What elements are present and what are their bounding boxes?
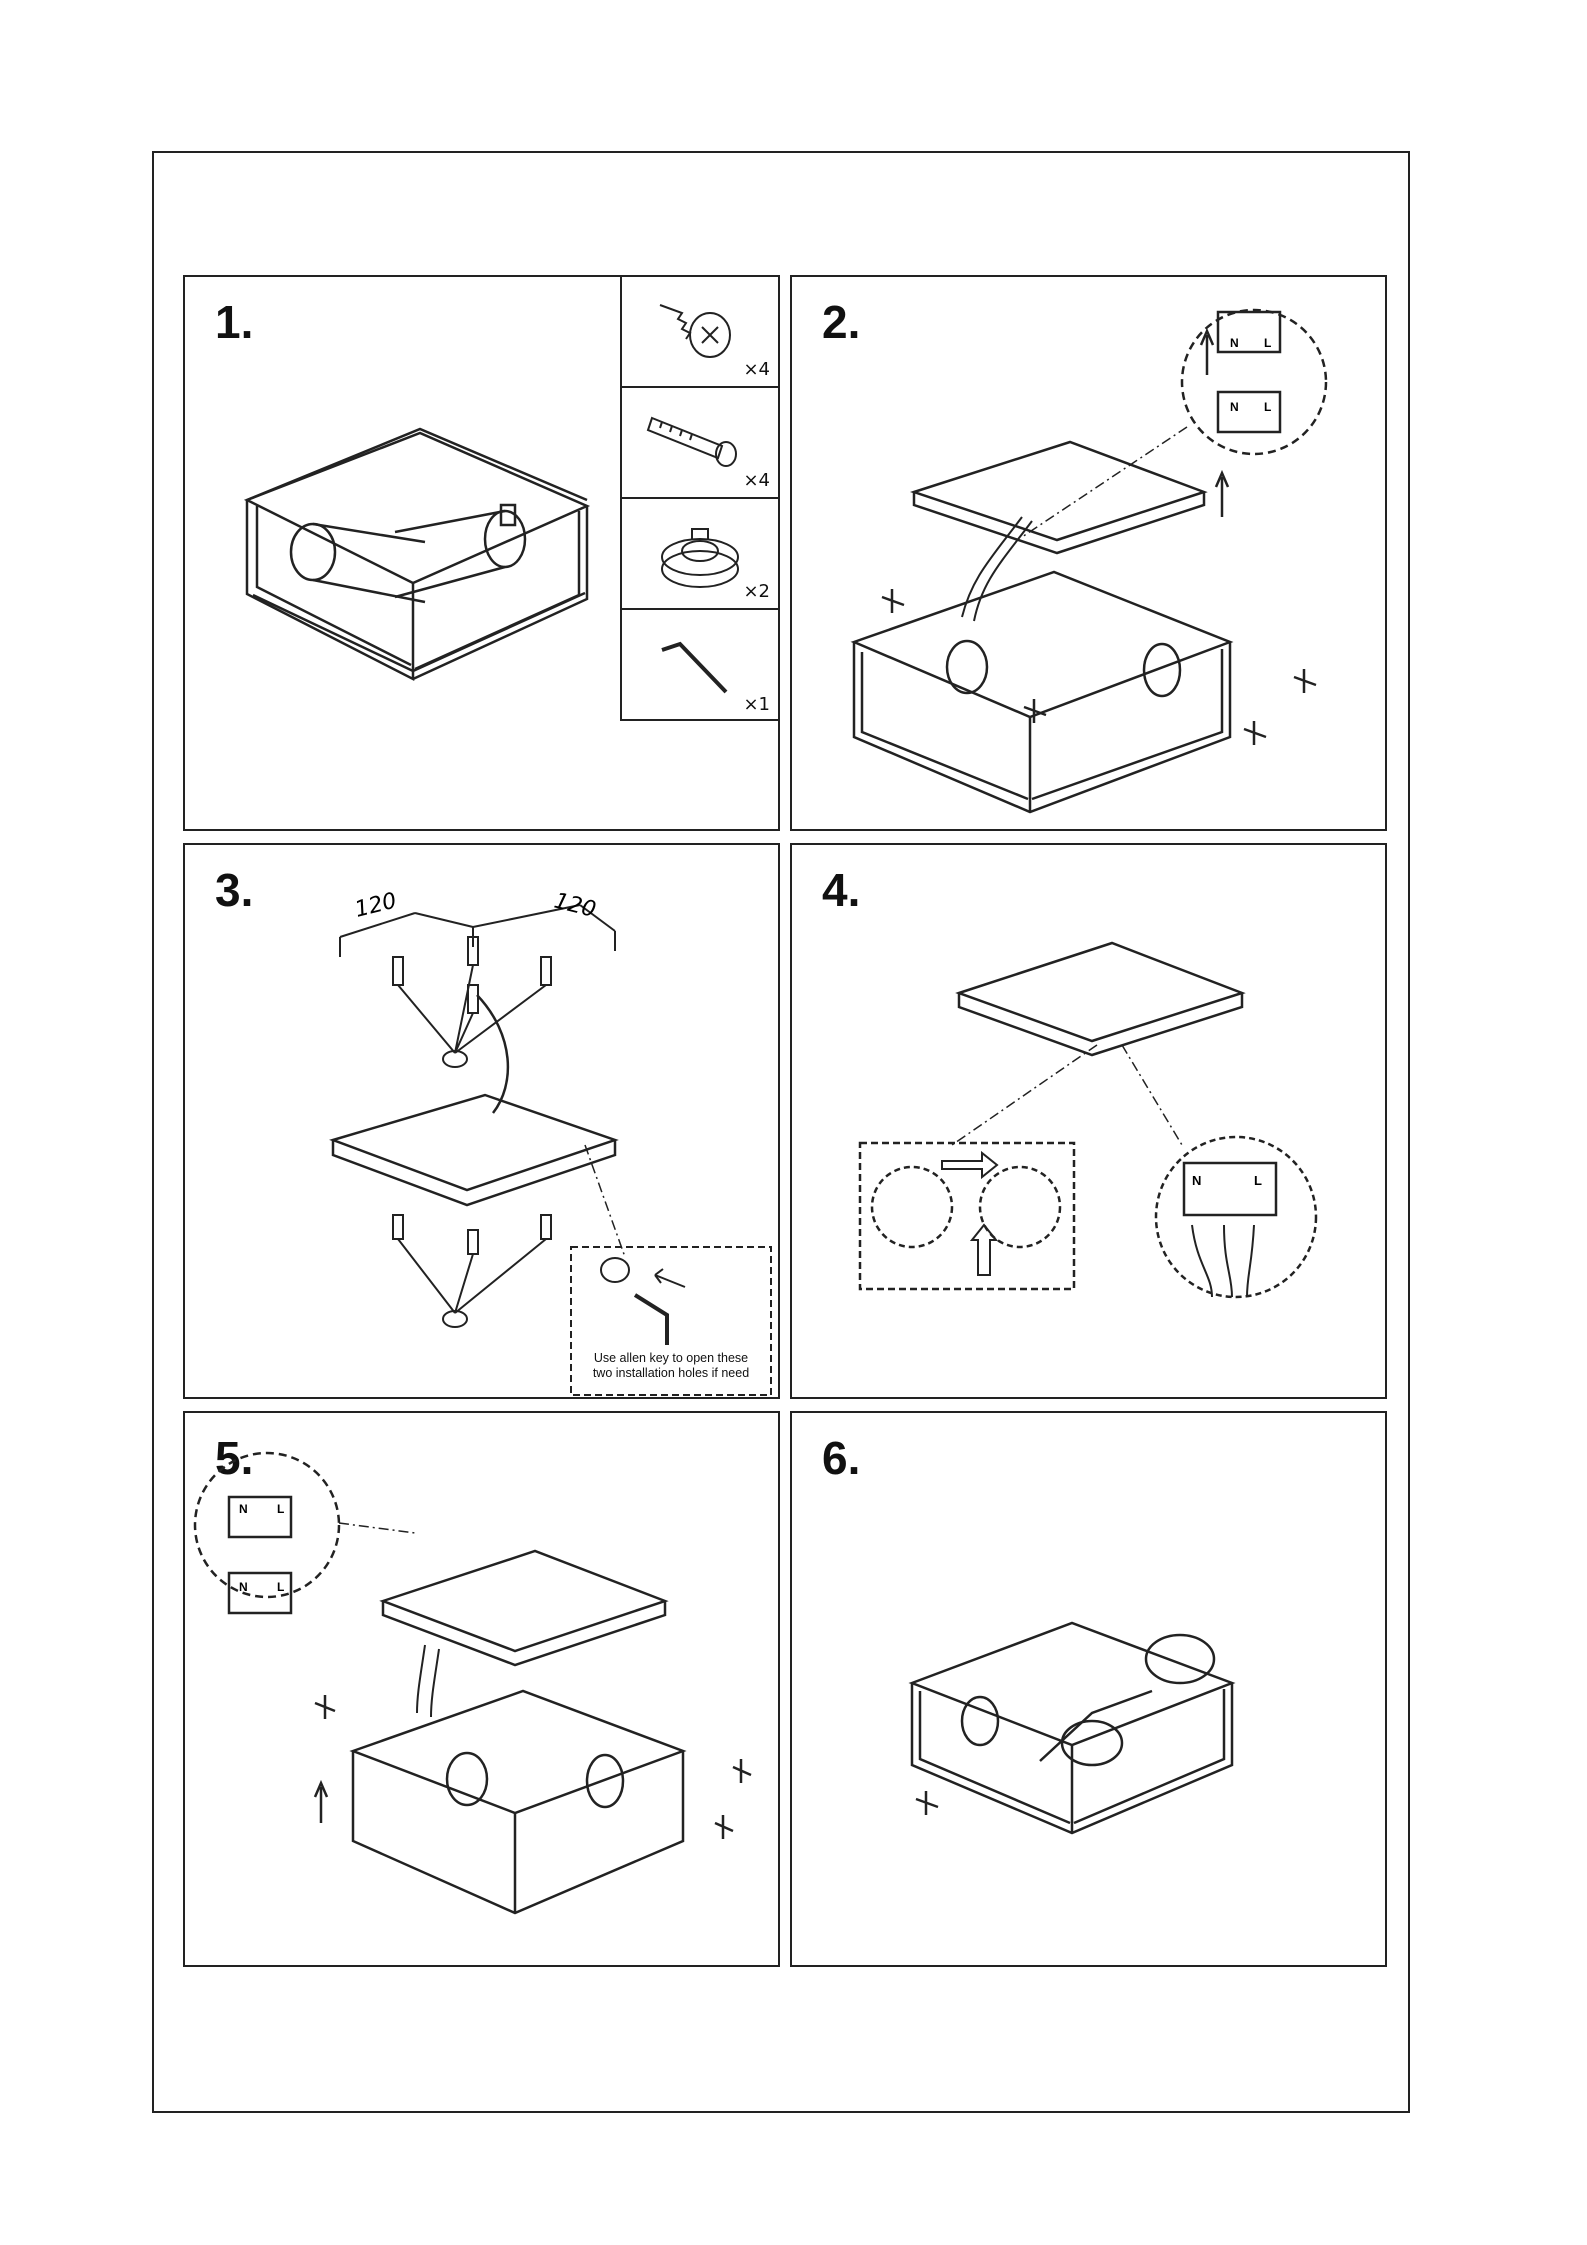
live-terminal-label: L (1264, 400, 1271, 414)
step-2-panel: 2. (790, 275, 1387, 831)
neutral-terminal-label: N (1230, 400, 1239, 414)
wiring-illustration: N L N L (792, 277, 1389, 833)
live-terminal-label: L (277, 1502, 284, 1516)
step-4-panel: 4. N L (790, 843, 1387, 1399)
step-6-panel: 6. (790, 1411, 1387, 1967)
part-quantity: ×2 (743, 581, 770, 602)
live-terminal-label: L (277, 1580, 284, 1594)
attach-fixture-illustration: N L N L (185, 1413, 782, 1969)
dimension-label-left: 120 (352, 888, 399, 922)
instruction-sheet: 1. (152, 151, 1410, 2113)
mounting-illustration: 120 120 (185, 845, 782, 1401)
neutral-terminal-label: N (1230, 336, 1239, 350)
cable-connection-illustration: N L (792, 845, 1389, 1401)
part-row: ×2 (622, 499, 778, 610)
parts-list: ×4 ×4 (620, 275, 780, 721)
neutral-terminal-label: N (239, 1502, 248, 1516)
part-row: ×4 (622, 277, 778, 388)
dimension-label-right: 120 (552, 889, 599, 923)
note-line-2: two installation holes if need (573, 1366, 769, 1381)
neutral-terminal-label: N (1192, 1173, 1201, 1188)
part-quantity: ×1 (743, 694, 770, 715)
live-terminal-label: L (1254, 1173, 1262, 1188)
install-bulbs-illustration (792, 1413, 1389, 1969)
part-quantity: ×4 (743, 359, 770, 380)
part-row: ×4 (622, 388, 778, 499)
step-1-panel: 1. (183, 275, 780, 831)
allen-key-note: Use allen key to open these two installa… (573, 1351, 769, 1381)
note-line-1: Use allen key to open these (573, 1351, 769, 1366)
step-3-panel: 3. (183, 843, 780, 1399)
neutral-terminal-label: N (239, 1580, 248, 1594)
live-terminal-label: L (1264, 336, 1271, 350)
step-5-panel: 5. N (183, 1411, 780, 1967)
part-quantity: ×4 (743, 470, 770, 491)
part-row: ×1 (622, 610, 778, 721)
